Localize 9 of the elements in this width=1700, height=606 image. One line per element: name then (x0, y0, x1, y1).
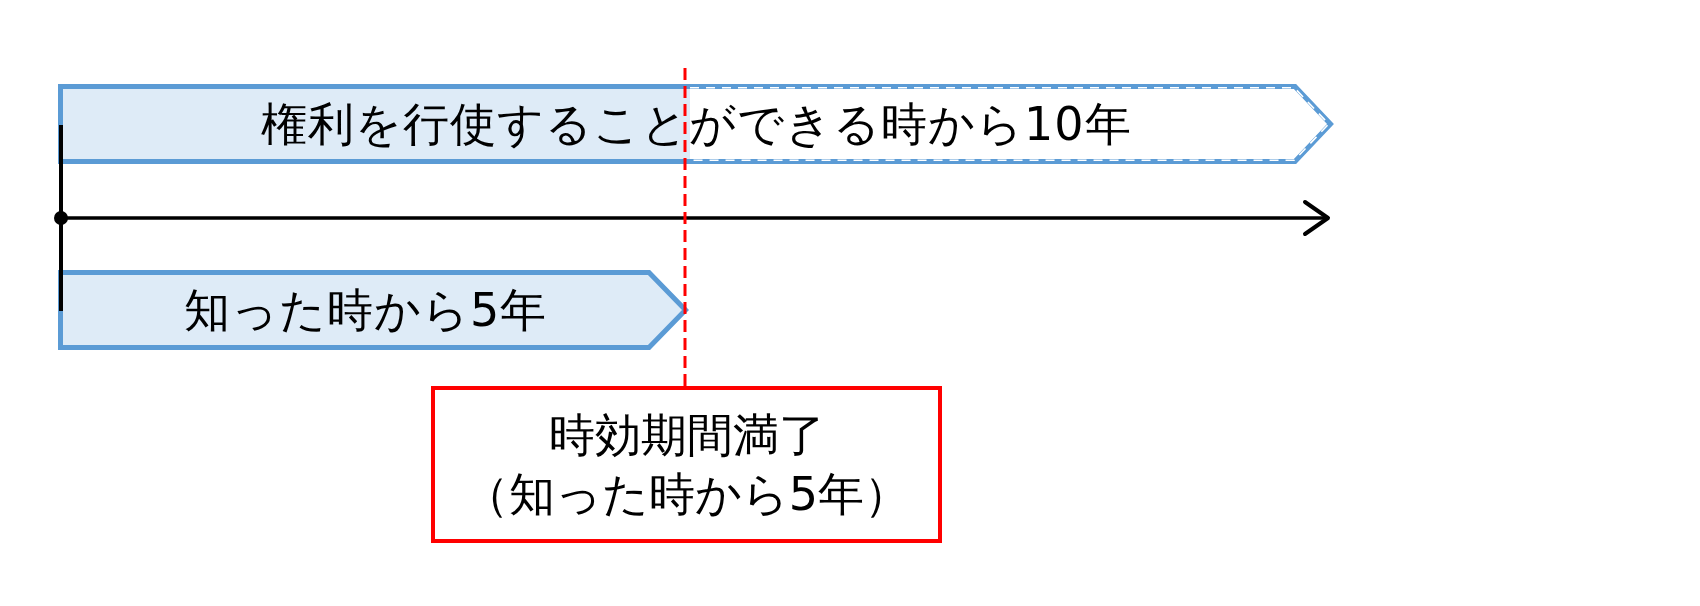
period-label: 権利を行使することができる時から10年 (261, 96, 1132, 153)
expiry-title: 時効期間満了 (548, 406, 825, 464)
expiry-note: （知った時から5年） (462, 465, 911, 523)
dashed-leader-line (683, 65, 687, 386)
period-arrow-band (58, 270, 688, 350)
period-arrow-band (58, 84, 1333, 164)
period-label: 知った時から5年 (184, 282, 548, 339)
start-line (59, 164, 63, 270)
expiry-box (431, 386, 942, 543)
